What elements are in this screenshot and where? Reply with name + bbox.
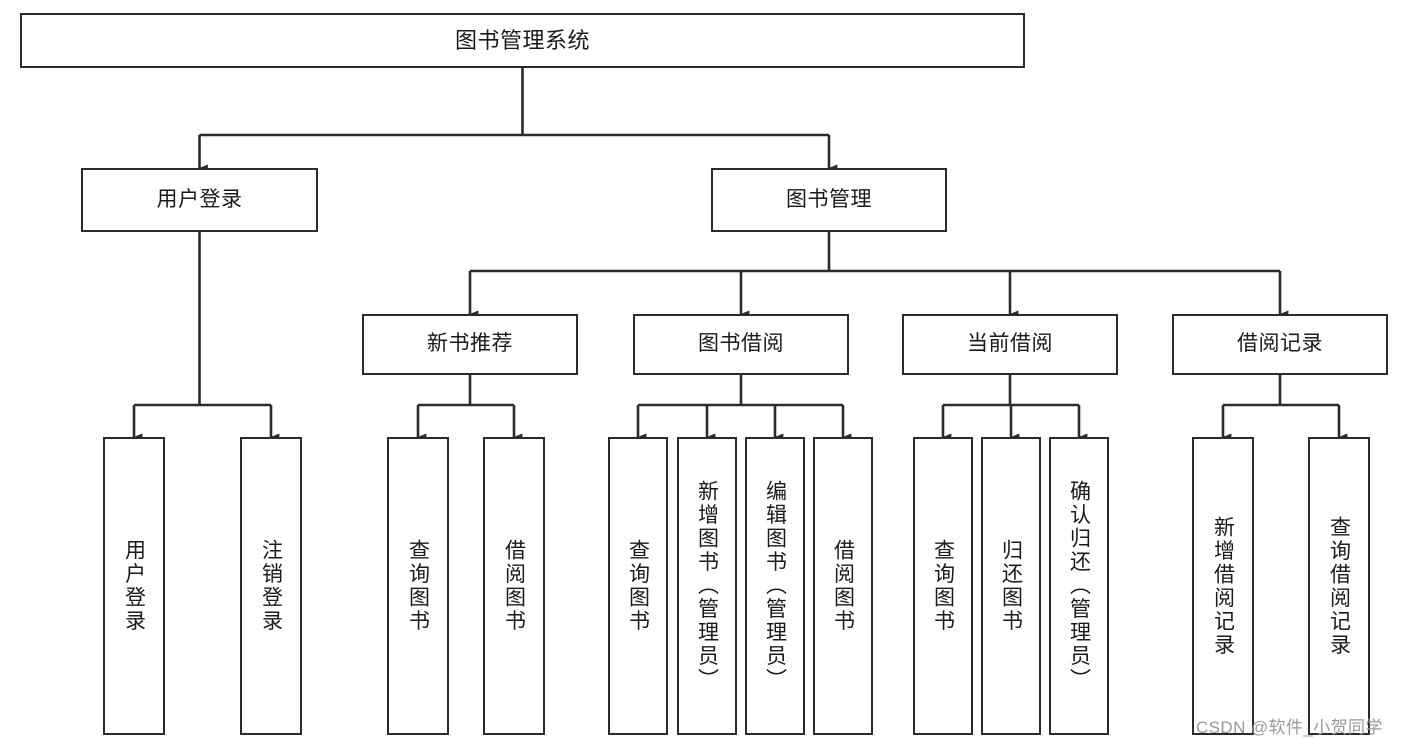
- node-l3-user-login[interactable]: 用户登录: [103, 437, 165, 735]
- node-label: 借阅记录: [1237, 332, 1323, 356]
- node-l2-new-book-rec[interactable]: 新书推荐: [362, 314, 578, 375]
- node-l3-return-book[interactable]: 归还图书: [981, 437, 1041, 735]
- node-label: 编辑图书（管理员）: [763, 480, 787, 692]
- node-label: 查询图书: [931, 539, 955, 633]
- node-label: 用户登录: [156, 187, 243, 211]
- node-label: 新书推荐: [427, 332, 513, 356]
- node-l3-borrow-book-b[interactable]: 借阅图书: [813, 437, 873, 735]
- node-label: 查询借阅记录: [1327, 515, 1351, 657]
- node-l3-query-book-c[interactable]: 查询图书: [913, 437, 973, 735]
- node-label: 用户登录: [122, 539, 146, 633]
- node-l3-confirm-return[interactable]: 确认归还（管理员）: [1049, 437, 1109, 735]
- node-l3-borrow-book-a[interactable]: 借阅图书: [483, 437, 545, 735]
- node-l2-current-borrow[interactable]: 当前借阅: [902, 314, 1118, 375]
- node-label: 确认归还（管理员）: [1067, 480, 1091, 692]
- node-l2-book-borrow[interactable]: 图书借阅: [633, 314, 849, 375]
- node-l1-book-mgmt[interactable]: 图书管理: [711, 168, 947, 232]
- node-label: 归还图书: [999, 539, 1023, 633]
- node-label: 新增借阅记录: [1211, 515, 1235, 657]
- node-l2-borrow-record[interactable]: 借阅记录: [1172, 314, 1388, 375]
- node-label: 查询图书: [406, 539, 430, 633]
- node-l3-logout[interactable]: 注销登录: [240, 437, 302, 735]
- node-l1-user-login[interactable]: 用户登录: [81, 168, 318, 232]
- node-label: 注销登录: [259, 539, 283, 633]
- node-label: 图书借阅: [698, 332, 784, 356]
- node-l3-add-book[interactable]: 新增图书（管理员）: [677, 437, 737, 735]
- node-l3-query-book-b[interactable]: 查询图书: [608, 437, 668, 735]
- node-label: 当前借阅: [967, 332, 1053, 356]
- node-root[interactable]: 图书管理系统: [20, 13, 1025, 68]
- node-label: 查询图书: [626, 539, 650, 633]
- node-label: 新增图书（管理员）: [695, 480, 719, 692]
- node-label: 图书管理系统: [454, 27, 590, 53]
- node-label: 借阅图书: [502, 539, 526, 633]
- node-label: 借阅图书: [831, 539, 855, 633]
- node-l3-query-book-a[interactable]: 查询图书: [387, 437, 449, 735]
- connector-group: [132, 68, 1348, 441]
- node-l3-edit-book[interactable]: 编辑图书（管理员）: [745, 437, 805, 735]
- node-label: 图书管理: [786, 187, 872, 211]
- node-l3-query-record[interactable]: 查询借阅记录: [1308, 437, 1370, 735]
- node-l3-add-record[interactable]: 新增借阅记录: [1192, 437, 1254, 735]
